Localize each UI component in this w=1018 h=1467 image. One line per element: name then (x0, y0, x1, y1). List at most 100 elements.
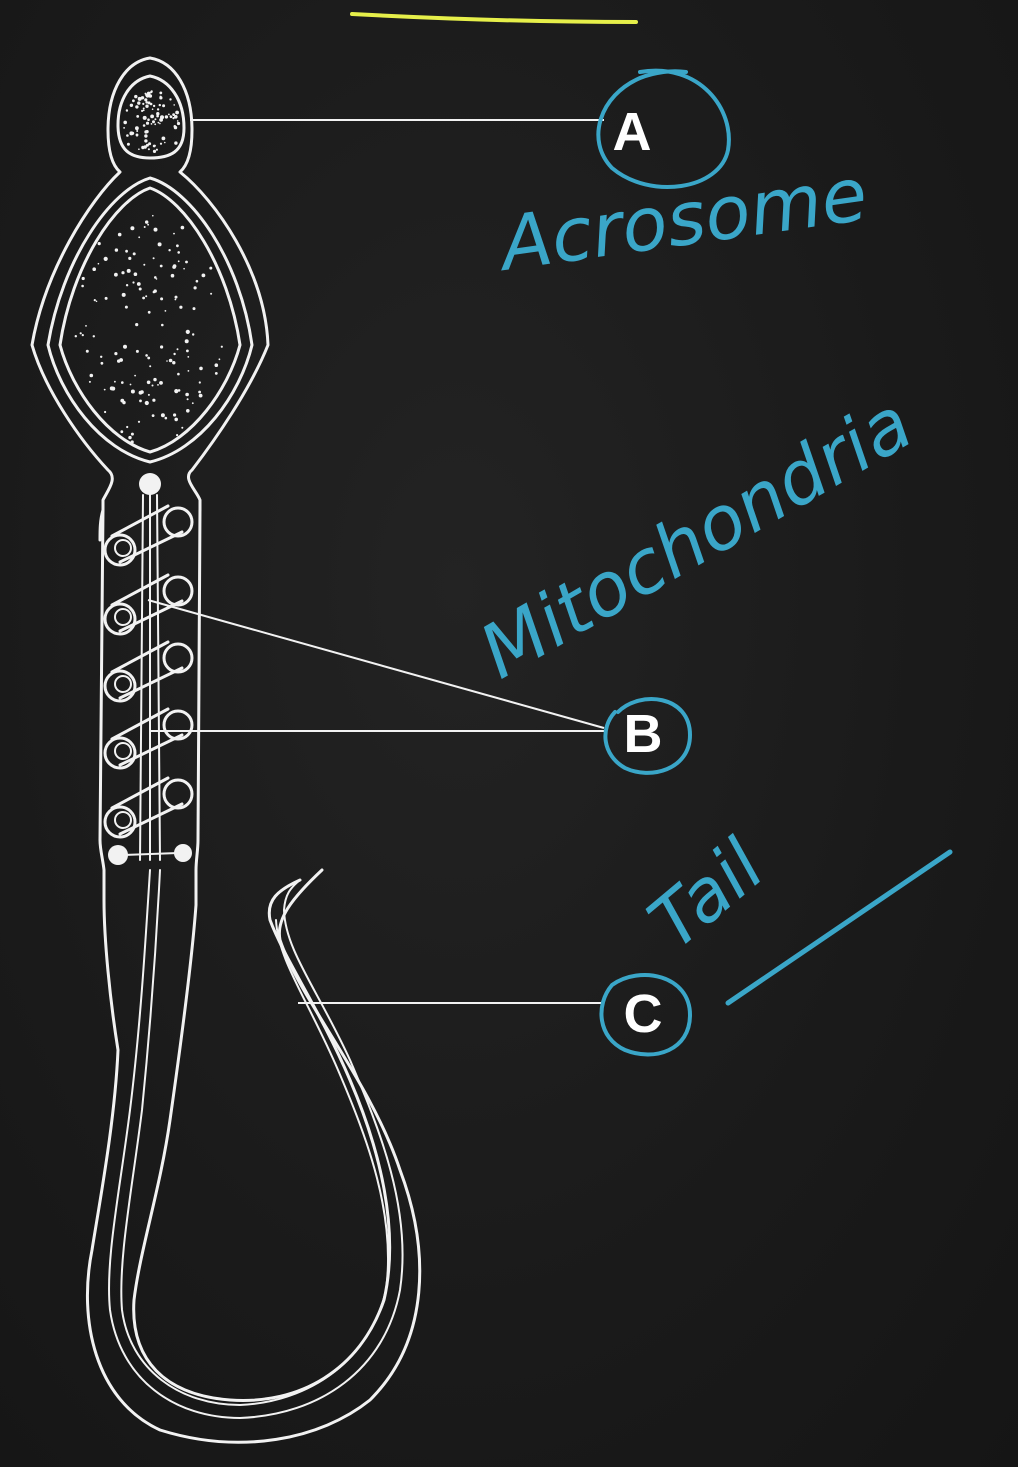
stipple-dot (135, 105, 138, 108)
stipple-dot (158, 242, 162, 246)
stipple-dot (126, 284, 128, 286)
mitochondria-annotation: Mitochondria (466, 380, 926, 695)
mitochondrion-cap-inner (115, 743, 131, 759)
stipple-dot (158, 122, 160, 124)
stipple-dot (199, 381, 201, 383)
stipple-dot (199, 394, 203, 398)
mitochondrion-coil (105, 778, 192, 837)
stipple-dot (86, 350, 89, 353)
stipple-dot (153, 105, 155, 107)
stipple-dot (187, 356, 189, 358)
mitochondrion-cap-inner (115, 540, 131, 556)
stipple-dot (210, 293, 212, 295)
stipple-dot (100, 356, 102, 358)
nucleus (60, 188, 240, 452)
stipple-dot (114, 273, 118, 277)
stipple-dot (143, 116, 147, 120)
stipple-dot (198, 391, 201, 394)
stipple-dot (145, 220, 148, 223)
stipple-dot (153, 378, 156, 381)
acrosome-stipple (123, 90, 180, 153)
stipple-dot (159, 96, 162, 99)
mitochondrion-coil (105, 575, 192, 634)
stipple-dot (121, 271, 124, 274)
stipple-dot (154, 145, 156, 147)
mitochondrion-coil (105, 506, 192, 565)
stipple-dot (85, 325, 87, 327)
stipple-dot (132, 281, 134, 283)
stipple-dot (126, 109, 128, 111)
label-b: B (605, 699, 690, 773)
stipple-dot (166, 360, 168, 362)
stipple-dot (123, 121, 127, 125)
stipple-dot (160, 297, 163, 300)
stipple-dot (136, 115, 139, 118)
stipple-dot (133, 252, 136, 255)
stipple-dot (202, 274, 206, 278)
stipple-dot (134, 375, 136, 377)
stipple-dot (145, 354, 148, 357)
stipple-dot (177, 120, 179, 122)
stipple-dot (147, 381, 151, 385)
stipple-dot (136, 350, 139, 353)
stipple-dot (114, 352, 117, 355)
stipple-dot (150, 115, 154, 119)
stipple-dot (159, 381, 163, 385)
stipple-dot (174, 389, 178, 393)
mitochondrion-cap-inner (115, 676, 131, 692)
stipple-dot (142, 103, 144, 105)
stipple-dot (150, 103, 153, 106)
stipple-dot (161, 324, 164, 327)
stipple-dot (115, 248, 118, 251)
stipple-dot (144, 130, 147, 133)
mitochondrion-cap (164, 644, 192, 672)
stipple-dot (173, 233, 175, 235)
stipple-dot (104, 411, 106, 413)
stipple-dot (145, 105, 148, 108)
stipple-dot (104, 389, 106, 391)
stipple-dot (187, 398, 189, 400)
stipple-dot (152, 399, 155, 402)
mitochondrion-coil (105, 709, 192, 768)
stipple-dot (221, 346, 223, 348)
stipple-dot (186, 330, 190, 334)
stipple-dot (176, 434, 178, 436)
stipple-dot (157, 384, 159, 386)
label-b-text: B (624, 704, 663, 764)
stipple-dot (126, 134, 129, 137)
stipple-dot (105, 297, 108, 300)
stipple-dot (192, 333, 194, 335)
stipple-dot (104, 257, 108, 261)
stipple-dot (168, 114, 170, 116)
stipple-dot (177, 373, 180, 376)
stipple-dot (162, 104, 165, 107)
stipple-dot (139, 288, 142, 291)
stipple-dot (143, 124, 146, 127)
stipple-dot (134, 272, 138, 276)
stipple-dot (131, 440, 134, 443)
stipple-dot (96, 301, 98, 303)
stipple-dot (145, 295, 147, 297)
stipple-dot (137, 282, 141, 286)
stipple-dot (92, 267, 96, 271)
stipple-dot (173, 413, 176, 416)
stipple-dot (173, 353, 175, 355)
stipple-dot (138, 148, 140, 150)
stipple-dot (75, 335, 77, 337)
stipple-dot (156, 149, 158, 151)
stipple-dot (185, 339, 189, 343)
stipple-dot (160, 345, 163, 348)
stipple-dot (169, 98, 171, 100)
mitochondrion-cap-inner (115, 812, 131, 828)
stipple-dot (165, 417, 168, 420)
stipple-dot (154, 118, 156, 120)
stipple-dot (148, 394, 150, 396)
stipple-dot (160, 265, 163, 268)
stipple-dot (93, 335, 95, 337)
mitochondrion-cap (164, 577, 192, 605)
sperm-cell (32, 58, 420, 1442)
stipple-dot (183, 268, 185, 270)
nucleus-stipple (75, 215, 223, 444)
stipple-dot (90, 374, 94, 378)
